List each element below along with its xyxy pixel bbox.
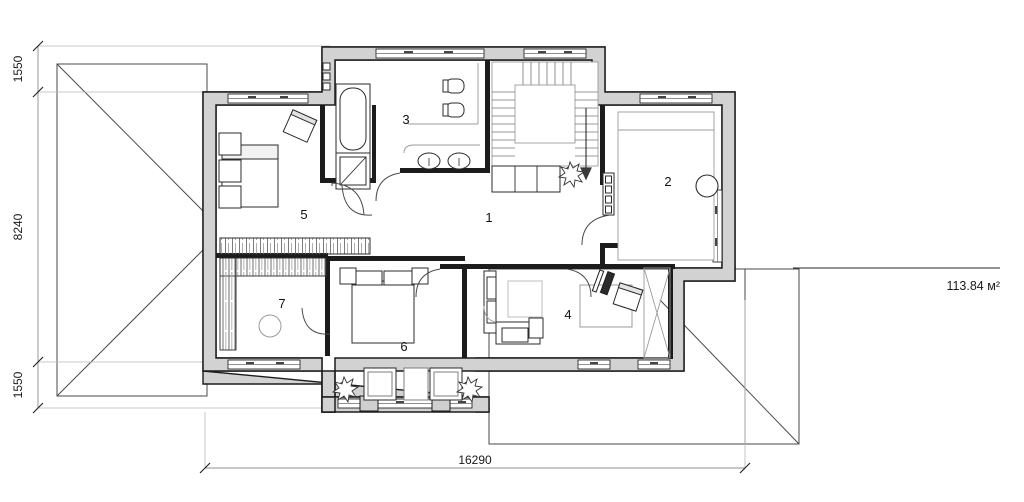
round-fixture-2 xyxy=(695,174,719,198)
room-3-fixtures xyxy=(322,62,480,190)
room-6-furniture xyxy=(339,267,429,344)
plant-1 xyxy=(557,160,586,189)
wall-switch-block-3 xyxy=(322,62,331,91)
room-4-furniture xyxy=(483,267,671,359)
staircase xyxy=(491,61,599,181)
nightstand-6b xyxy=(411,267,429,285)
door-room5 xyxy=(341,184,373,216)
window-room2-top xyxy=(639,93,713,104)
door-room7 xyxy=(301,307,331,335)
dim-left-8240: 8240 xyxy=(11,213,25,240)
nightstand-5b xyxy=(218,159,242,183)
sink-3b xyxy=(447,152,471,170)
rug-4 xyxy=(507,280,543,318)
door-room4 xyxy=(566,268,592,298)
pillow-6b xyxy=(383,270,415,286)
room-5-furniture xyxy=(218,109,318,209)
room-label-3: 3 xyxy=(402,112,409,127)
nightstand-6a xyxy=(339,267,357,285)
toilet-3a xyxy=(442,78,465,94)
plant-terrace-right xyxy=(455,375,484,404)
bathtub xyxy=(339,87,367,151)
bench-sofa-1 xyxy=(491,165,561,193)
area-label: 113.84 м² xyxy=(946,279,1000,293)
plant-terrace-left xyxy=(331,375,360,404)
terrace-furniture xyxy=(331,367,484,404)
window-room4-bottom xyxy=(577,359,671,370)
window-top-stair xyxy=(523,48,587,59)
bed-6 xyxy=(351,280,415,344)
window-top-bath xyxy=(375,48,485,59)
door-hall-bath xyxy=(375,172,401,202)
room-1-furniture xyxy=(491,160,615,216)
roof-outline-left xyxy=(56,63,208,397)
dim-bottom-16290: 16290 xyxy=(458,453,492,467)
nightstand-5c xyxy=(218,185,242,209)
dim-left-1550-bottom: 1550 xyxy=(11,371,25,398)
dimension-ticks-left xyxy=(32,40,44,414)
wall-niche-cabinet-1 xyxy=(602,172,615,216)
door-room2 xyxy=(581,214,611,246)
room-label-4: 4 xyxy=(564,307,571,322)
door-bath-3 xyxy=(331,182,365,216)
chair-4 xyxy=(612,282,644,312)
decor-items-4 xyxy=(591,269,616,296)
room-number-labels: 1 2 3 4 5 6 7 xyxy=(278,112,671,354)
dimension-extension-lines xyxy=(38,45,746,468)
room-label-2: 2 xyxy=(664,174,671,189)
round-rug-7 xyxy=(258,314,282,338)
windows xyxy=(227,48,723,412)
room-label-5: 5 xyxy=(300,207,307,222)
stair-down-arrow xyxy=(580,108,592,181)
room-2-furniture xyxy=(617,111,719,261)
sink-3a xyxy=(417,152,441,170)
nightstand-5a xyxy=(218,132,242,156)
room-label-6: 6 xyxy=(400,339,407,354)
door-swings xyxy=(215,172,611,335)
dim-left-1550-top: 1550 xyxy=(11,55,25,82)
toilet-3b xyxy=(442,102,465,118)
room-label-7: 7 xyxy=(278,296,285,311)
door-room6 xyxy=(415,268,441,298)
room-label-1: 1 xyxy=(485,210,492,225)
chair-5 xyxy=(282,109,318,143)
sliding-door-4 xyxy=(643,267,671,359)
closet-rail-top xyxy=(219,237,371,255)
terrace-table xyxy=(403,367,429,401)
closet-rail-7b xyxy=(219,257,237,351)
dimension-ticks-bottom xyxy=(199,462,751,474)
window-room7-bottom xyxy=(227,359,301,370)
room-7-wardrobe xyxy=(219,237,371,351)
window-bedroom5 xyxy=(227,93,309,104)
